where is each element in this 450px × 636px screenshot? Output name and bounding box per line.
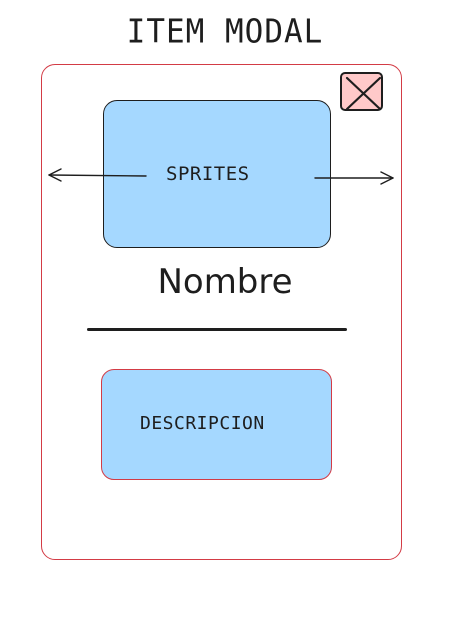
sprites-label: SPRITES	[166, 163, 250, 185]
item-name-label: Nombre	[157, 262, 293, 302]
close-icon	[345, 76, 382, 111]
arrow-right-icon[interactable]	[314, 171, 394, 185]
description-label: DESCRIPCION	[140, 413, 265, 434]
name-divider	[87, 328, 347, 331]
description-box	[101, 369, 332, 480]
sprites-box	[103, 100, 331, 248]
arrow-left-icon[interactable]	[48, 168, 147, 182]
close-button[interactable]	[340, 72, 383, 111]
diagram-title: ITEM MODAL	[126, 13, 324, 51]
